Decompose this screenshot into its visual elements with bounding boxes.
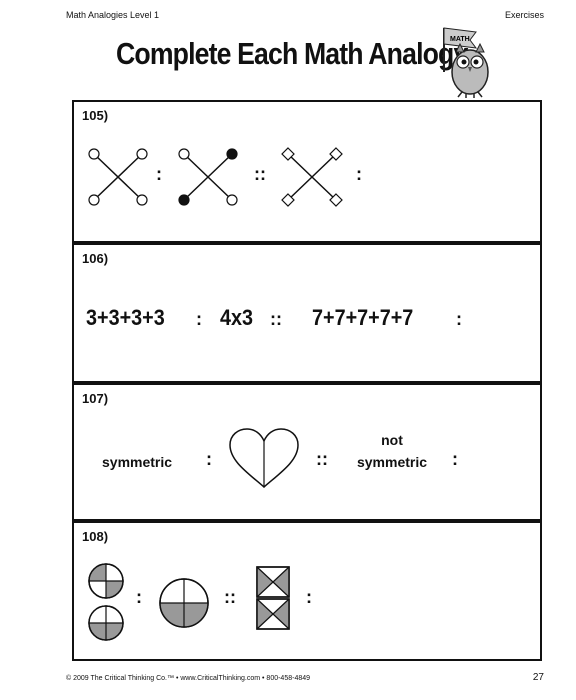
word-symmetric-2: symmetric [356,454,428,470]
ratio-separator: : [306,587,312,607]
question-106-box: 106) 3+3+3+3 : 4x3 :: 7+7+7+7+7 : [72,243,542,383]
expression-middle: 4x3 [220,305,254,330]
quartered-circle [159,578,209,628]
ratio-separator: : [452,449,458,469]
ratio-separator: : [456,309,462,329]
x-shape-two-filled-circles [178,148,238,206]
word-not: not [381,432,403,448]
question-105-box: 105) : :: : [72,100,542,243]
question-number: 106) [82,251,109,266]
page-number: 27 [532,672,544,683]
owl-mascot-icon: MATH [443,27,489,98]
question-number: 108) [82,529,109,544]
proportion-separator: :: [270,309,282,329]
two-x-squares [256,566,290,630]
footer-copyright: © 2009 The Critical Thinking Co.™ • www.… [66,675,311,682]
two-quartered-circles [88,563,124,641]
header-series: Math Analogies Level 1 [66,10,160,20]
ratio-separator: : [206,449,212,469]
question-number: 105) [82,108,109,123]
x-shape-open-circles [88,148,148,206]
ratio-separator: : [356,164,362,184]
ratio-separator: : [196,309,202,329]
word-symmetric: symmetric [102,454,173,470]
proportion-separator: :: [224,587,236,607]
page-title: Complete Each Math Analogy [116,36,468,71]
x-shape-open-diamonds [281,147,343,207]
question-108-box: 108) : :: : [72,521,542,661]
word-not-symmetric: not symmetric [344,429,440,473]
proportion-separator: :: [316,449,328,469]
heart-halved-icon [229,428,299,488]
expression-right: 7+7+7+7+7 [312,305,414,330]
ratio-separator: : [156,164,162,184]
ratio-separator: : [136,587,142,607]
question-number: 107) [82,391,109,406]
header-section: Exercises [504,10,544,20]
question-107-box: 107) symmetric : :: not symmetric : [72,383,542,521]
proportion-separator: :: [254,164,266,184]
owl-banner-text: MATH [450,36,470,43]
expression-left: 3+3+3+3 [86,305,165,330]
